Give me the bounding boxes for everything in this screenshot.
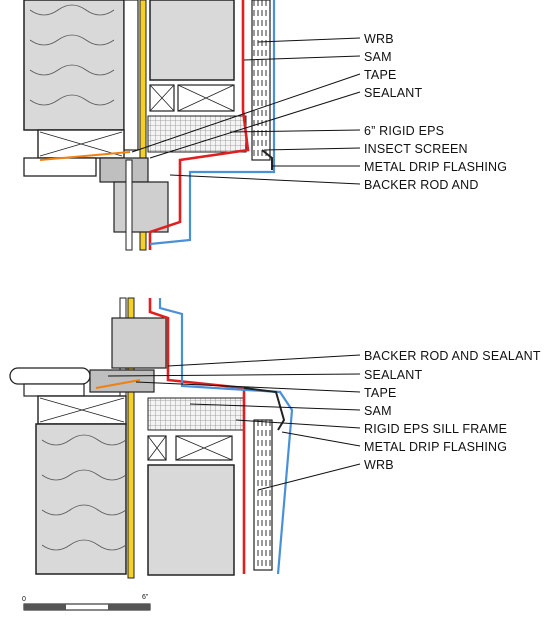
label-backer-upper: BACKER ROD AND	[364, 178, 479, 192]
scale-end-label: 6”	[142, 594, 149, 601]
leader-backer-upper	[169, 174, 361, 185]
leader-sam-lower	[189, 403, 361, 411]
label-drip-lower: METAL DRIP FLASHING	[364, 440, 507, 454]
lower-labels: BACKER ROD AND SEALANT SEALANT TAPE SAM …	[107, 349, 541, 491]
scale-start-label: 0	[22, 596, 26, 603]
label-eps-lower: RIGID EPS SILL FRAME	[364, 422, 507, 436]
label-screen-upper: INSECT SCREEN	[364, 142, 468, 156]
label-tape-upper: TAPE	[364, 68, 397, 82]
label-tape-lower: TAPE	[364, 386, 397, 400]
leader-tape-upper	[131, 73, 361, 153]
head-detail	[23, 0, 276, 251]
label-wrb-upper: WRB	[364, 32, 394, 46]
leader-wrb-upper	[257, 37, 361, 43]
leader-sealant-upper	[149, 91, 361, 159]
sill-detail	[9, 297, 294, 579]
upper-labels: WRB SAM TAPE SEALANT 6” RIGID EPS INSECT…	[131, 32, 507, 192]
label-drip-upper: METAL DRIP FLASHING	[364, 160, 507, 174]
leader-eps-lower	[235, 419, 361, 429]
leader-wrb-lower	[257, 463, 361, 491]
label-sealant-upper: SEALANT	[364, 86, 423, 100]
label-sam-lower: SAM	[364, 404, 392, 418]
leader-tape-lower	[135, 381, 361, 393]
leader-eps-upper	[229, 129, 361, 133]
leader-drip-lower	[281, 431, 361, 447]
leader-screen-upper	[263, 147, 361, 151]
label-sealant-lower: SEALANT	[364, 368, 423, 382]
leader-sealant-lower	[107, 373, 361, 377]
label-eps-upper: 6” RIGID EPS	[364, 124, 444, 138]
leader-sam-upper	[243, 55, 361, 61]
label-wrb-lower: WRB	[364, 458, 394, 472]
scale-bar: 0 6”	[22, 594, 151, 611]
leader-backer-lower	[167, 354, 361, 367]
label-sam-upper: SAM	[364, 50, 392, 64]
label-backer-lower: BACKER ROD AND SEALANT	[364, 349, 541, 363]
